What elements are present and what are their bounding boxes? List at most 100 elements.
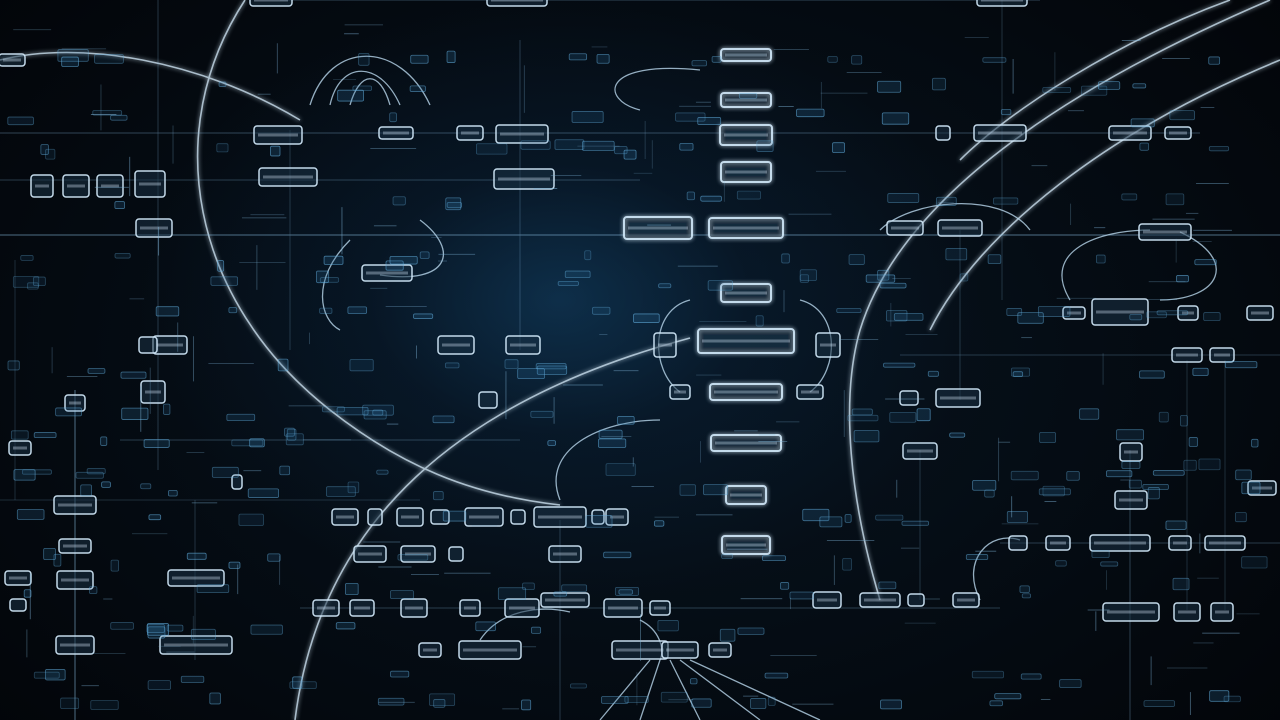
background-chip-108 [228, 307, 238, 314]
background-chip-167 [284, 427, 295, 437]
background-chip-286 [989, 700, 1003, 707]
background-chip-238 [1021, 593, 1031, 599]
flowchart-node-86 [1171, 347, 1203, 363]
background-chip-145 [851, 408, 873, 416]
background-chip-204 [238, 513, 264, 526]
flowchart-node-19 [1108, 125, 1152, 141]
flowchart-node-69 [1173, 602, 1201, 622]
background-chip-40 [216, 143, 229, 153]
flowchart-node-47 [353, 545, 387, 563]
background-chip-154 [598, 429, 623, 439]
fan-lines-bottom [599, 659, 821, 720]
flowchart-node-91 [361, 264, 413, 282]
background-chip-36 [796, 108, 825, 118]
background-chip-70 [1194, 259, 1217, 266]
flowchart-node-95 [249, 0, 293, 7]
background-chip-41 [1208, 146, 1230, 152]
flowchart-node-60 [418, 642, 442, 658]
flowchart-node-20 [1164, 126, 1192, 140]
background-chip-135 [1079, 408, 1100, 420]
background-chip-164 [1251, 438, 1259, 448]
node-highlight [358, 552, 382, 556]
background-chip-105 [592, 306, 611, 315]
node-highlight [725, 98, 767, 102]
background-chip-26 [1000, 108, 1012, 116]
background-chip-268 [570, 683, 587, 689]
background-chip-52 [270, 145, 281, 157]
node-highlight [405, 606, 423, 610]
background-chip-257 [335, 622, 356, 630]
background-chip-254 [719, 628, 736, 642]
node-highlight [1050, 541, 1066, 545]
node-highlight [1124, 450, 1138, 454]
background-chip-139 [617, 416, 635, 425]
node-highlight [726, 543, 766, 547]
node-highlight [891, 226, 919, 230]
flowchart-node-48 [400, 545, 436, 563]
node-highlight [172, 576, 220, 580]
background-chip-214 [1235, 512, 1247, 523]
background-chip-55 [887, 193, 920, 203]
flowchart-node-53 [400, 598, 428, 618]
background-chip-33 [1130, 118, 1155, 128]
flowchart-node-29 [53, 495, 97, 515]
background-chip-219 [1091, 550, 1110, 559]
background-chip-86 [210, 276, 239, 286]
node-highlight [658, 343, 672, 347]
background-chip-9 [446, 50, 456, 63]
flowchart-node-72 [1119, 442, 1143, 462]
flowchart-node-99 [378, 126, 414, 140]
background-chip-261 [110, 622, 134, 630]
background-chip-275 [601, 696, 629, 704]
flowchart-node-25 [1138, 223, 1192, 241]
background-chip-14 [568, 53, 588, 61]
background-chip-116 [1224, 361, 1258, 369]
flowchart-node-39 [367, 508, 383, 526]
background-chip-202 [654, 520, 665, 527]
flowchart-node-73 [1089, 534, 1151, 552]
background-chip-124 [504, 359, 519, 369]
background-chip-64 [736, 190, 761, 200]
background-chip-136 [226, 413, 256, 422]
background-chip-75 [389, 255, 418, 265]
background-chip-111 [1146, 311, 1167, 319]
node-highlight [60, 643, 90, 647]
node-highlight [442, 343, 470, 347]
background-chip-278 [880, 699, 902, 710]
node-highlight [366, 271, 408, 275]
background-chip-159 [1039, 431, 1056, 444]
background-chip-73 [114, 252, 131, 259]
background-chip-112 [155, 306, 180, 317]
background-chip-183 [605, 463, 636, 476]
background-chip-161 [949, 432, 966, 438]
background-chip-4 [851, 55, 863, 65]
background-chip-48 [45, 148, 56, 160]
flowchart-node-56 [540, 592, 590, 608]
background-chip-244 [614, 586, 640, 596]
background-chip-130 [120, 371, 147, 379]
flowchart-node-87 [1209, 347, 1235, 363]
node-highlight [101, 184, 119, 188]
background-chip-129 [517, 368, 545, 380]
background-chip-85 [865, 274, 896, 283]
background-chip-123 [444, 362, 460, 369]
background-chip-203 [844, 514, 852, 523]
background-chip-114 [1139, 370, 1165, 379]
node-highlight [1143, 230, 1187, 234]
curve-right-arc-2 [929, 59, 1280, 331]
flowchart-node-76 [1168, 535, 1192, 551]
background-chip-232 [561, 584, 588, 592]
node-highlight [725, 170, 767, 174]
background-chip-213 [1165, 520, 1187, 530]
background-chip-107 [347, 306, 367, 315]
background-chip-13 [410, 54, 429, 64]
background-chip-148 [916, 408, 931, 422]
flowchart-node-62 [661, 641, 699, 659]
background-chip-22 [877, 80, 902, 93]
background-chip-98 [1129, 313, 1143, 321]
flowchart-node-55 [504, 598, 540, 618]
background-chip-97 [633, 313, 660, 323]
flowchart-node-64 [812, 591, 842, 609]
background-chip-235 [789, 591, 814, 600]
node-highlight [463, 648, 517, 652]
